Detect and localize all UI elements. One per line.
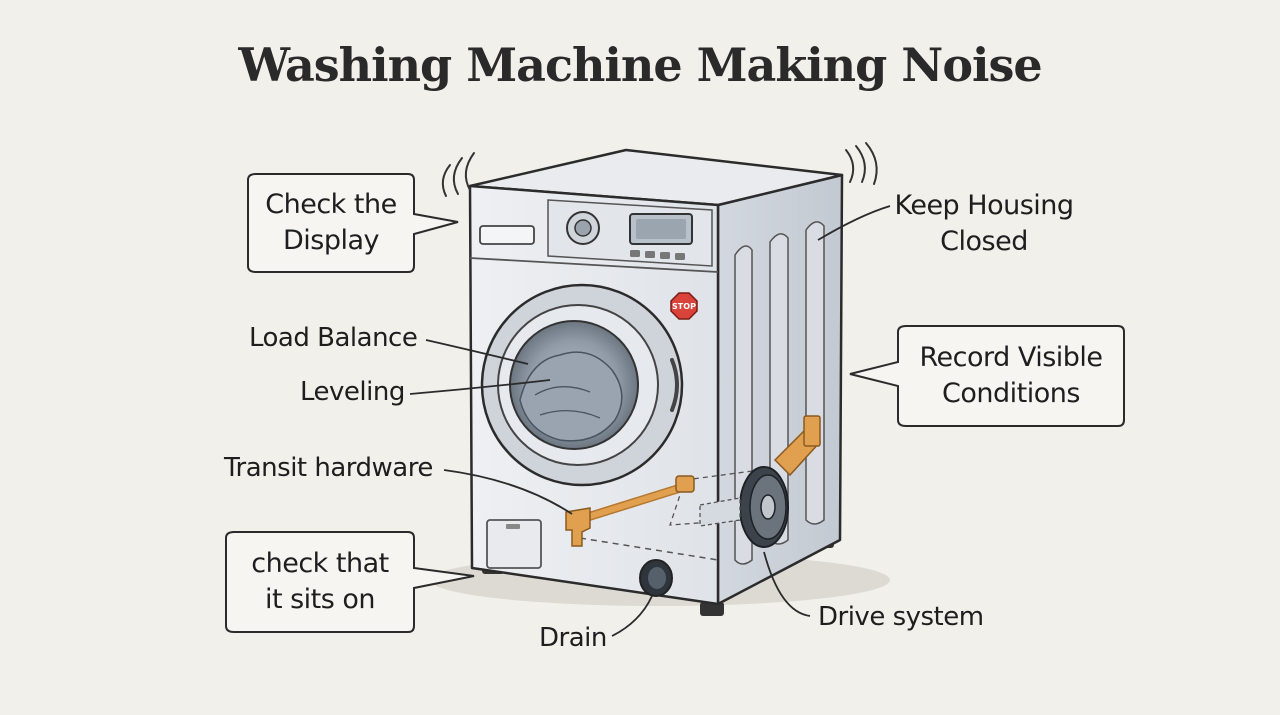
leader-line-keep-housing (817, 205, 891, 241)
vibration-mark-right-2 (855, 145, 866, 183)
laundry-fold-1 (534, 386, 591, 396)
leader-line-transit-hardware (443, 469, 573, 515)
leader-line-drive-system (763, 551, 811, 617)
filter-panel-tab (506, 524, 520, 529)
callout-check-display-line-1: Check the (265, 189, 397, 220)
leader-line-drain (611, 595, 653, 637)
label-leveling: Leveling (300, 377, 405, 407)
callout-bubble-check-display (247, 173, 459, 273)
panel-button-4 (675, 253, 685, 260)
drive-pulley-hub (760, 494, 776, 520)
callout-keep-housing-line-1: Keep Housing (894, 190, 1074, 221)
callout-record-conditions-line-2: Conditions (942, 378, 1080, 409)
label-drive-system: Drive system (818, 602, 984, 632)
detergent-drawer (479, 225, 535, 245)
callout-check-display: Check the Display (248, 187, 414, 259)
vibration-mark-left-3 (464, 152, 475, 191)
stop-sign-icon: STOP (670, 292, 698, 320)
vibration-mark-right-1 (845, 149, 855, 183)
callout-keep-housing: Keep Housing Closed (886, 188, 1082, 260)
leader-line-load-balance (425, 339, 529, 365)
stop-sign-text: STOP (672, 302, 696, 311)
callout-keep-housing-line-2: Closed (940, 226, 1028, 257)
foot-front-right (700, 602, 724, 616)
laundry-in-drum (519, 351, 623, 442)
side-groove-3 (805, 221, 825, 525)
vibration-mark-left-1 (441, 164, 451, 197)
vibration-mark-left-2 (452, 157, 463, 195)
label-drain: Drain (539, 623, 607, 653)
panel-button-2 (645, 251, 655, 258)
callout-check-sits-line-1: check that (251, 548, 389, 579)
panel-button-3 (660, 252, 670, 259)
bracket-plate (803, 415, 821, 447)
label-transit-hardware: Transit hardware (224, 453, 433, 483)
laundry-fold-2 (539, 410, 601, 419)
callout-check-sits-line-2: it sits on (264, 584, 376, 615)
transit-bolt-rod-highlight (575, 482, 693, 523)
callout-check-display-line-2: Display (282, 225, 380, 256)
callout-bubble-record-conditions (849, 325, 1125, 427)
display-screen-glass (636, 219, 686, 239)
transit-bolt-end (675, 475, 695, 493)
control-panel-divider (469, 257, 719, 273)
callout-record-conditions: Record Visible Conditions (898, 340, 1124, 412)
panel-button-1 (630, 250, 640, 257)
transit-bolt-bracket-left (565, 507, 591, 547)
callout-check-sits: check that it sits on (226, 546, 414, 618)
leader-line-leveling (409, 379, 551, 395)
label-load-balance: Load Balance (249, 323, 418, 353)
filter-access-panel (486, 519, 542, 569)
drain-outlet-inner (648, 567, 666, 589)
control-knob-center (574, 219, 592, 237)
hidden-frame-line (579, 537, 719, 561)
door-handle (670, 358, 679, 412)
callout-bubble-check-sits (225, 531, 475, 633)
drive-motor-housing (699, 497, 741, 527)
diagram-title: Washing Machine Making Noise (238, 38, 1042, 92)
vibration-mark-right-3 (865, 142, 878, 185)
callout-record-conditions-line-1: Record Visible (919, 342, 1103, 373)
